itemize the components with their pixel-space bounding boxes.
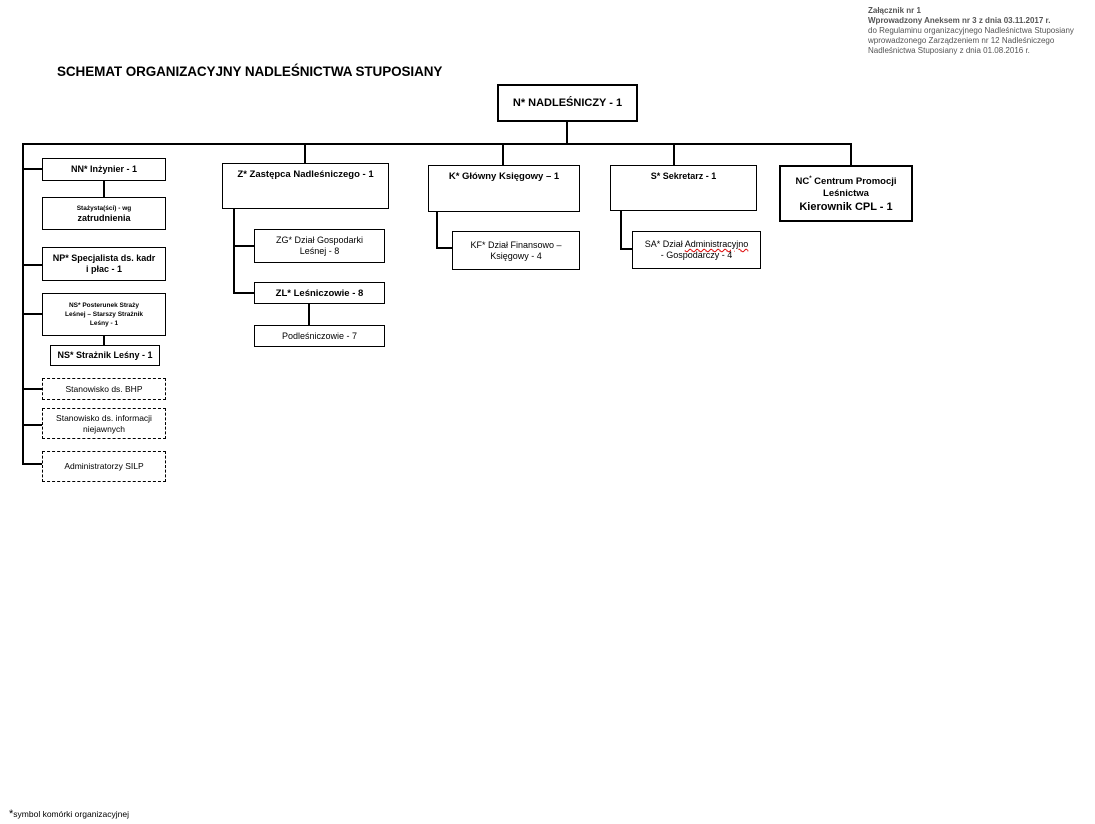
annex-line-4: wprowadzonego Zarządzeniem nr 12 Nadleśn…	[868, 36, 1055, 45]
connector-zl-pod	[308, 303, 310, 326]
node-sekretarz: S* Sekretarz - 1	[610, 165, 757, 211]
node-administratorzy-silp: Administratorzy SILP	[42, 451, 166, 482]
node-bhp: Stanowisko ds. BHP	[42, 378, 166, 400]
node-straznik-label: NS* Strażnik Leśny - 1	[57, 350, 153, 360]
node-lesniczowie: ZL* Leśniczowie - 8	[254, 282, 385, 304]
connector-ns	[22, 313, 43, 315]
node-nc-line-1: NC* Centrum Promocji	[795, 173, 896, 188]
footnote-star: *	[9, 808, 14, 820]
node-stazysta-label-2: zatrudnienia	[77, 212, 131, 223]
node-zastepca-label: Z* Zastępca Nadleśniczego - 1	[237, 169, 374, 180]
node-dzial-gospodarki: ZG* Dział Gospodarki Leśnej - 8	[254, 229, 385, 263]
node-dzial-administracyjny: SA* Dział Administracyjno - Gospodarczy …	[632, 231, 761, 269]
node-nc-label-3: Kierownik CPL - 1	[799, 201, 893, 214]
connector-nn	[22, 168, 43, 170]
connector-kf	[436, 247, 453, 249]
node-zg-label-1: ZG* Dział Gospodarki	[275, 235, 364, 245]
node-glowny-ksiegowy: K* Główny Księgowy – 1	[428, 165, 580, 212]
connector-bhp	[22, 388, 43, 390]
node-specjalista-label-2: i płac - 1	[85, 264, 122, 274]
node-kf-label-1: KF* Dział Finansowo –	[470, 239, 562, 250]
connector-root-down	[566, 120, 568, 143]
node-kf-label-2: Księgowy - 4	[490, 250, 542, 261]
connector-sa	[620, 248, 633, 250]
connector-np	[22, 264, 43, 266]
node-stazysta: Stażysta(ści) - wg zatrudnienia	[42, 197, 166, 230]
node-sa-label-1b: Administracyjno	[684, 239, 749, 249]
node-centrum-promocji: NC* Centrum Promocji Leśnictwa Kierownik…	[779, 165, 913, 222]
node-sekretarz-label: S* Sekretarz - 1	[650, 171, 717, 181]
node-podlesniczowie: Podleśniczowie - 7	[254, 325, 385, 347]
node-nc-star: *	[809, 175, 812, 182]
node-straznik-lesny: NS* Strażnik Leśny - 1	[50, 345, 160, 366]
node-ksiegowy-label: K* Główny Księgowy – 1	[448, 171, 560, 182]
annex-line-5: Nadleśnictwa Stuposiany z dnia 01.08.201…	[868, 46, 1030, 55]
connector-nc-down	[850, 143, 852, 166]
connector-nn-staz	[103, 180, 105, 198]
node-posterunek-label-2: Leśnej – Starszy Strażnik	[64, 311, 144, 318]
connector-s-down	[673, 143, 675, 166]
node-specjalista-kadr: NP* Specjalista ds. kadr i płac - 1	[42, 247, 166, 281]
connector-k-down	[502, 143, 504, 166]
node-posterunek-strazy: NS* Posterunek Straży Leśnej – Starszy S…	[42, 293, 166, 336]
node-nc-label-1: Centrum Promocji	[811, 176, 897, 188]
connector-left-vertical	[22, 143, 24, 464]
node-informacje-niejawne: Stanowisko ds. informacji niejawnych	[42, 408, 166, 439]
connector-main-horizontal	[22, 143, 851, 145]
node-sa-label-1a: SA* Dział	[644, 239, 685, 249]
node-zastepca: Z* Zastępca Nadleśniczego - 1	[222, 163, 389, 209]
node-sa-line-1: SA* Dział Administracyjno	[645, 239, 749, 250]
node-nadlesniczy: N* NADLEŚNICZY - 1	[497, 84, 638, 122]
connector-ns-ns2	[103, 335, 105, 346]
node-informacje-label-1: Stanowisko ds. informacji	[56, 412, 152, 423]
node-bhp-label: Stanowisko ds. BHP	[65, 383, 143, 394]
node-specjalista-label-1: NP* Specjalista ds. kadr	[52, 253, 156, 263]
node-nc-label-2: Leśnictwa	[823, 188, 869, 200]
node-silp-label: Administratorzy SILP	[64, 461, 144, 471]
node-posterunek-label-1: NS* Posterunek Straży	[68, 302, 140, 309]
node-podlesniczowie-label: Podleśniczowie - 7	[281, 330, 358, 341]
page-title: SCHEMAT ORGANIZACYJNY NADLEŚNICTWA STUPO…	[57, 64, 443, 79]
connector-z-down	[304, 143, 306, 166]
annex-note: Załącznik nr 1 Wprowadzony Aneksem nr 3 …	[868, 6, 1074, 56]
node-inzynier-label: NN* Inżynier - 1	[70, 164, 137, 174]
node-stazysta-label-1: Stażysta(ści) - wg	[76, 204, 132, 212]
connector-zl	[233, 292, 254, 294]
node-lesniczowie-label: ZL* Leśniczowie - 8	[275, 287, 364, 299]
annex-line-3: do Regulaminu organizacyjnego Nadleśnict…	[868, 26, 1074, 35]
node-nc-prefix: NC	[795, 176, 810, 188]
connector-info	[22, 424, 43, 426]
connector-zg	[233, 245, 254, 247]
connector-k-vertical	[436, 210, 438, 248]
footnote-text: symbol komórki organizacyjnej	[13, 809, 130, 819]
node-sa-label-2: - Gospodarczy - 4	[660, 250, 733, 260]
connector-silp	[22, 463, 43, 465]
connector-z-vertical	[233, 207, 235, 293]
node-nadlesniczy-label: N* NADLEŚNICZY - 1	[512, 96, 623, 109]
annex-line-1: Załącznik nr 1	[868, 6, 921, 15]
node-inzynier: NN* Inżynier - 1	[42, 158, 166, 181]
footnote: *symbol komórki organizacyjnej	[9, 808, 129, 820]
annex-line-2: Wprowadzony Aneksem nr 3 z dnia 03.11.20…	[868, 16, 1051, 25]
node-dzial-finansowy: KF* Dział Finansowo – Księgowy - 4	[452, 231, 580, 270]
connector-s-vertical	[620, 209, 622, 249]
node-informacje-label-2: niejawnych	[82, 423, 126, 434]
node-posterunek-label-3: Leśny - 1	[89, 320, 119, 327]
node-zg-label-2: Leśnej - 8	[299, 246, 340, 256]
